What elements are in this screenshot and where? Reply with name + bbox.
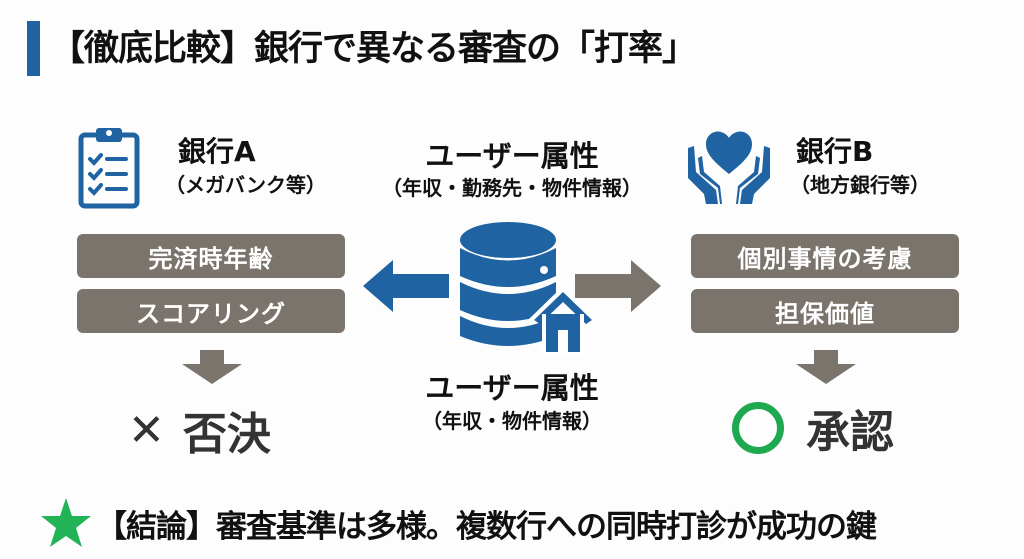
center-top-title: ユーザー属性 [425,139,599,173]
bank-a-result-text: 否決 [182,409,271,460]
conclusion: 【結論】審査基準は多様。複数行への同時打診が成功の鍵 [40,498,877,548]
star-icon [40,498,92,548]
bank-a-result: ✕ 否決 [128,398,271,462]
center-bottom-title: ユーザー属性 [425,371,599,405]
down-arrow-icon [180,350,244,388]
bank-a-subtitle: （メガバンク等） [165,173,326,197]
left-arrow-icon [363,260,449,316]
bank-b-criterion: 担保価値 [691,289,959,333]
conclusion-text: 【結論】審査基準は多様。複数行への同時打診が成功の鍵 [96,508,877,545]
bank-b-result: 承認 [732,396,894,460]
bank-a-criterion: スコアリング [77,289,345,333]
database-house-icon [458,218,598,356]
bank-b-result-text: 承認 [806,407,894,458]
bank-b-name: 銀行B [796,135,874,168]
bank-a-criterion: 完済時年齢 [77,234,345,278]
heart-in-hands-icon [684,128,774,204]
bank-a-name: 銀行A [178,135,256,168]
center-top-subtitle: （年収・勤務先・物件情報） [382,176,642,200]
bank-b-subtitle: （地方銀行等） [790,173,930,197]
right-arrow-icon [575,260,661,316]
cross-icon: ✕ [128,404,165,456]
clipboard-checklist-icon [78,125,140,209]
center-bottom-subtitle: （年収・物件情報） [422,409,602,433]
down-arrow-icon [794,350,858,388]
bank-b-criterion: 個別事情の考慮 [691,234,959,278]
page-title: 【徹底比較】銀行で異なる審査の「打率」 [50,29,697,69]
circle-icon [732,402,784,454]
title-accent-bar [27,21,40,76]
